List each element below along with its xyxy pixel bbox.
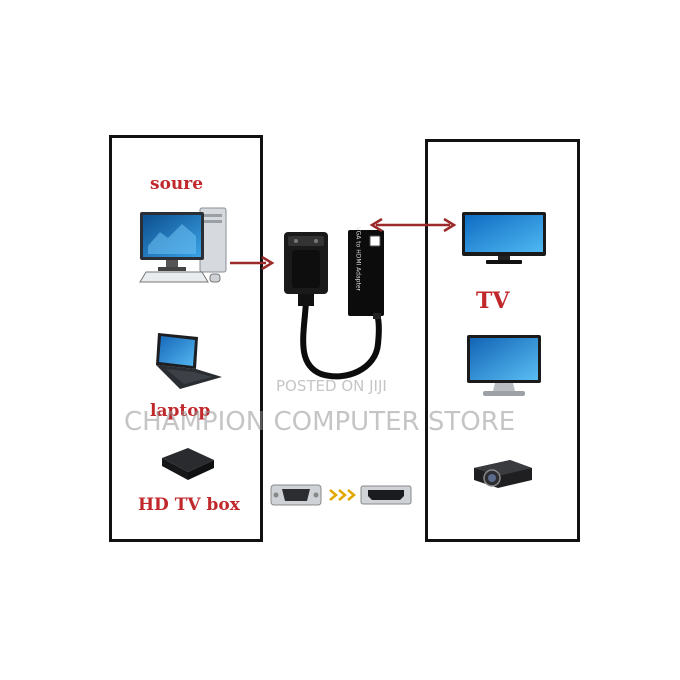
laptop-label: laptop (150, 401, 211, 421)
tv-box-label: HD TV box (138, 495, 240, 515)
posted-watermark: POSTED ON JIJI (276, 377, 387, 395)
hdmi-connector-icon (360, 485, 412, 505)
adapter-side-text: VGA to HDMI Adapter (354, 226, 362, 292)
vga-connector-icon (270, 484, 322, 506)
lcd-monitor-icon (467, 335, 541, 396)
projector-icon (474, 460, 532, 488)
tv-box-icon (162, 448, 214, 480)
laptop-icon (156, 333, 222, 389)
source-to-adapter-arrow (230, 255, 275, 271)
vga-to-hdmi-adapter (284, 230, 384, 380)
chevron-arrows-icon (329, 489, 356, 501)
adapter-to-tv-arrow (369, 217, 457, 233)
desktop-computer-icon (139, 207, 227, 283)
store-watermark: CHAMPION COMPUTER STORE (124, 407, 516, 437)
flat-tv-icon (462, 212, 546, 264)
tv-label: TV (476, 288, 510, 314)
source-label: soure (150, 174, 204, 194)
